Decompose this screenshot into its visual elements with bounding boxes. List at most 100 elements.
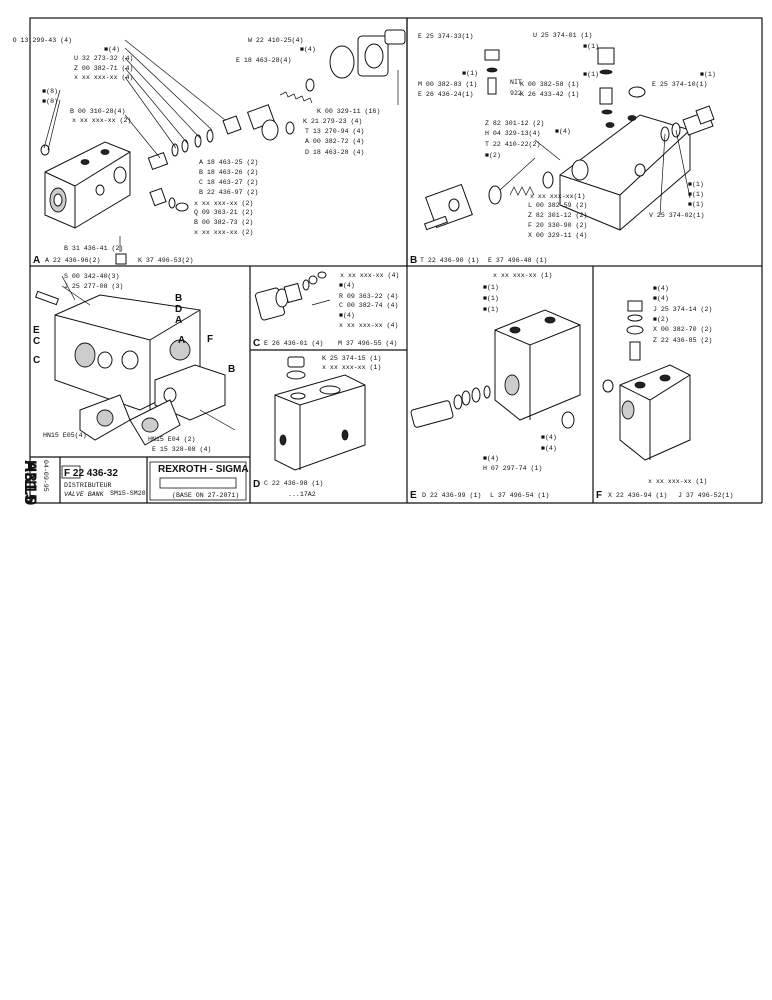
label-b-13: T 22 410-22(2) [485, 141, 540, 148]
label-a-21: K 21 279-23 (4) [303, 118, 362, 125]
label-a-0: O 13 299-43 (4) [13, 37, 72, 44]
side-code-1: HN15 [21, 460, 40, 503]
label-b-22: V 25 374-02(1) [649, 212, 704, 219]
label-b-5: ■(1) [583, 43, 599, 50]
brand-box [149, 461, 247, 501]
label-b-9: E 25 374-10(1) [652, 81, 707, 88]
section-e-exploded-view [410, 309, 581, 429]
label-e-0: x xx xxx-xx (1) [493, 272, 552, 279]
label-b-14: ■(2) [485, 152, 501, 159]
label-f-4: X 00 382-70 (2) [653, 326, 712, 333]
assembly-letter-6: C [33, 355, 40, 366]
assembly-letter-8: B [228, 364, 235, 375]
label-b-16: L 00 382-59 (2) [528, 202, 587, 209]
label-b-2: M 00 382-83 (1) [418, 81, 477, 88]
assembly-letter-4: E [33, 325, 40, 336]
label-a-1: ■(4) [104, 46, 120, 53]
label-c-3: C 00 382-74 (4) [339, 302, 398, 309]
label-b-20: ■(1) [688, 191, 704, 198]
label-b-10: ■(1) [700, 71, 716, 78]
label-a-20: K 00 329-11 (16) [317, 108, 380, 115]
label-b-1: ■(1) [462, 70, 478, 77]
footer-code-b-2: E 37 496-48 (1) [488, 257, 547, 264]
label-e-5: ■(4) [541, 445, 557, 452]
label-b-0: E 25 374-33(1) [418, 33, 473, 40]
label-b-24: ■(4) [555, 128, 571, 135]
footer-code-a: A 22 436-96(2) [45, 257, 100, 264]
label-e-4: ■(4) [541, 434, 557, 441]
e15328-label: E 15 328-08 (4) [152, 446, 211, 453]
assembly-letter-3: A [178, 335, 185, 346]
brand-label: REXROTH - SIGMA [158, 464, 249, 475]
assembly-letter-5: C [33, 336, 40, 347]
footer-letter-f: F [596, 490, 602, 501]
fine-print: (BASE ON 27-2071) [172, 492, 239, 499]
label-e-6: ■(4) [483, 455, 499, 462]
valve-bank-assembly-view [34, 275, 236, 446]
ref-label: ...17A2 [288, 491, 316, 498]
label-e-7: H 07 297-74 (1) [483, 465, 542, 472]
label-c-1: ■(4) [339, 282, 355, 289]
label-a-11: E 18 463-28(4) [236, 57, 291, 64]
label-b-3: E 26 436-24(1) [418, 91, 473, 98]
label-e-1: ■(1) [483, 284, 499, 291]
label-a-16: x xx xxx-xx (2) [194, 200, 253, 207]
footer-code-e: D 22 436-99 (1) [422, 492, 481, 499]
footer-code-c-2: M 37 496-55 (4) [338, 340, 397, 347]
label-a-24: D 18 463-28 (4) [305, 149, 364, 156]
footer-letter-a: A [33, 255, 40, 266]
label-a-5: ■(8) [42, 88, 58, 95]
label-b-7: K 00 382-58 (1) [520, 81, 579, 88]
check-valve-exploded-view [254, 271, 331, 321]
nit-value: 922 [510, 90, 522, 97]
assembly-letter-7: F [207, 334, 213, 345]
label-c-5: x xx xxx-xx (4) [339, 322, 398, 329]
part-number: F 22 436-32 [64, 468, 118, 479]
label-a-3: Z 00 382-71 (4) [74, 65, 133, 72]
label-a-6: ■(8) [42, 98, 58, 105]
label-a-13: B 18 463-26 (2) [199, 169, 258, 176]
label-f-3: ■(2) [653, 316, 669, 323]
label-f-1: ■(4) [653, 295, 669, 302]
label-a-15: B 22 436-97 (2) [199, 189, 258, 196]
side-code-2: A31.0 [21, 460, 40, 505]
label-f-0: ■(4) [653, 285, 669, 292]
footer-code-e-2: L 37 496-54 (1) [490, 492, 549, 499]
label-a-19: x xx xxx-xx (2) [194, 229, 253, 236]
name-en: VALVE BANK [64, 491, 105, 498]
label-a-18: B 00 382-73 (2) [194, 219, 253, 226]
label-b-11: Z 82 301-12 (2) [485, 120, 544, 127]
label-c-4: ■(4) [339, 312, 355, 319]
nit-label: NIT [510, 79, 522, 86]
relief-valve-exploded-view [423, 47, 715, 231]
label-d-1: x xx xxx-xx (1) [322, 364, 381, 371]
label-e-2: ■(1) [483, 295, 499, 302]
label-b-12: H 04 329-13(4) [485, 130, 540, 137]
label-b-21: ■(1) [688, 201, 704, 208]
label-b-8: K 26 433-42 (1) [520, 91, 579, 98]
label-a-8: x xx xxx-xx (2) [72, 117, 131, 124]
footer-letter-b: B [410, 255, 417, 266]
footer-code-c: E 26 436-01 (4) [264, 340, 323, 347]
label-f-5: Z 22 436-85 (2) [653, 337, 712, 344]
label-d-0: K 25 374-15 (1) [322, 355, 381, 362]
assembly-letter-0: B [175, 293, 182, 304]
label-b-15: x xx xxx-xx(1) [530, 193, 585, 200]
model-label: SM15-SM20 [110, 490, 146, 497]
label-f-6: x xx xxx-xx (1) [648, 478, 707, 485]
label-a-7: B 00 310-28(4) [70, 108, 125, 115]
name-fr: DISTRIBUTEUR [64, 482, 112, 489]
label-a-25: B 31 436-41 (2) [64, 245, 123, 252]
label-a-2: U 32 273-32 (4) [74, 55, 133, 62]
label-b-18: F 20 330-90 (2) [528, 222, 587, 229]
hn-e04-label: HN15 E04 (2) [148, 436, 195, 443]
footer-letter-c: C [253, 338, 260, 349]
label-f-2: J 25 374-14 (2) [653, 306, 712, 313]
label-s00342: S 00 342-40(3) [64, 273, 119, 280]
footer-code-b: T 22 436-90 (1) [420, 257, 479, 264]
label-c-2: R 09 363-22 (4) [339, 293, 398, 300]
assembly-letter-1: D [175, 304, 182, 315]
label-a-4: x xx xxx-xx (4) [74, 74, 133, 81]
